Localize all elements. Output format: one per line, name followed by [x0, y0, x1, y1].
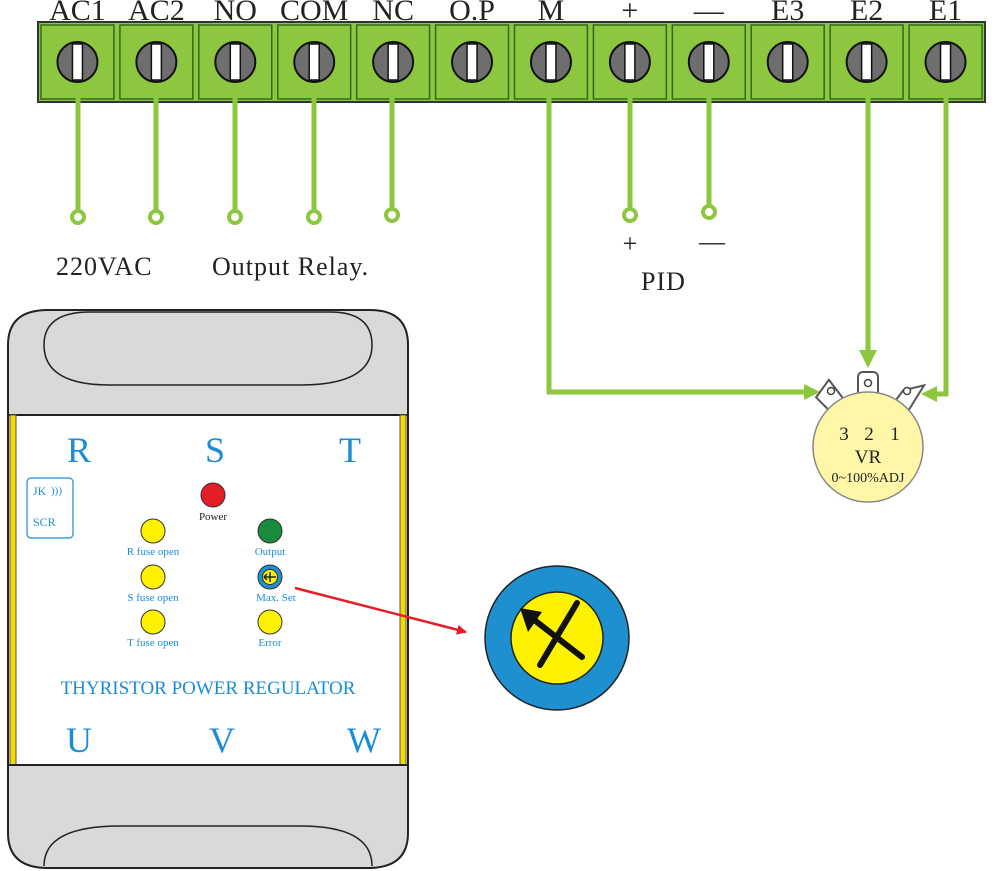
terminal-m: [513, 24, 589, 100]
power-label: Power: [199, 511, 227, 523]
pot-name: VR: [855, 447, 882, 468]
wire-m: [546, 97, 809, 395]
terminal-minus: [671, 24, 746, 100]
potentiometer: 3 2 1 VR 0~100%ADJ: [812, 371, 927, 503]
pid-plus-label: +: [623, 229, 638, 258]
lead-end-ac2: [148, 209, 164, 225]
output-label: Output: [255, 546, 286, 558]
lead-end-plus: [622, 207, 638, 223]
relay-label: Output Relay.: [212, 252, 369, 281]
terminal-strip: [37, 21, 986, 103]
r-fuse-led: [140, 518, 166, 544]
terminal-op: [434, 24, 510, 100]
screw-slot: [703, 43, 715, 81]
terminal-e3: [750, 24, 825, 100]
s-fuse-label: S fuse open: [127, 592, 179, 604]
logo-bottom-text: SCR: [33, 515, 56, 529]
pot-range: 0~100%ADJ: [832, 471, 905, 486]
t-fuse-label: T fuse open: [127, 637, 179, 649]
pot-pin-2-label: 2: [864, 424, 874, 445]
arrow-pin3: [804, 384, 820, 400]
magnified-knob[interactable]: [484, 565, 630, 711]
terminal-no: [198, 24, 273, 100]
adjust-icon: [263, 572, 276, 582]
terminal-e2: [829, 24, 904, 100]
terminal-e1: [908, 24, 983, 100]
max-set-label: Max. Set: [256, 592, 296, 604]
supply-label: 220VAC: [56, 252, 153, 281]
error-led: [257, 609, 283, 635]
screw-slot: [466, 43, 478, 81]
pid-minus-label: —: [698, 227, 726, 256]
screw-slot: [860, 43, 873, 81]
screw-slot: [71, 43, 84, 81]
s-fuse-led: [140, 564, 166, 590]
screw-slot: [781, 43, 794, 81]
terminal-label-plus: +: [621, 0, 638, 27]
error-label: Error: [258, 637, 282, 649]
lead-end-com: [306, 209, 322, 225]
phase-r: R: [67, 430, 91, 470]
terminal-block: [37, 21, 986, 103]
phase-t: T: [339, 430, 361, 470]
terminal-plus: [592, 24, 668, 100]
wire-arrowheads: [804, 350, 937, 402]
r-fuse-label: R fuse open: [127, 546, 180, 558]
screw-slot: [624, 43, 636, 81]
pot-pin-1-label: 1: [890, 424, 900, 445]
adjust-arrow-head: [520, 608, 542, 632]
terminal-com: [277, 24, 352, 100]
panel-edge-right: [399, 414, 407, 766]
pid-label: PID: [641, 267, 686, 296]
device-panel: [7, 414, 409, 766]
signal-icon: ))): [51, 485, 62, 497]
panel-edge-left: [9, 414, 17, 766]
screw-slot: [150, 43, 163, 81]
power-led: [200, 482, 226, 508]
device-top-curve: [43, 311, 373, 386]
screw-slot: [939, 43, 952, 81]
wire-labels: 220VAC Output Relay. PID + —: [56, 227, 726, 296]
wire-e1: [932, 97, 949, 397]
lead-end-ac1: [70, 209, 86, 225]
phase-s: S: [205, 430, 225, 470]
callout-arrow: [294, 586, 467, 635]
screw-slot: [545, 43, 557, 81]
screw-slot: [308, 43, 320, 81]
lead-ends: [70, 204, 717, 225]
max-set-knob[interactable]: [257, 564, 283, 590]
device-title: THYRISTOR POWER REGULATOR: [61, 678, 356, 699]
pot-pin-3-label: 3: [839, 424, 849, 445]
device-bottom-curve: [43, 825, 373, 867]
terminal-ac1: [40, 24, 115, 100]
phase-u: U: [66, 720, 92, 760]
adjust-arrow-icon: [530, 600, 585, 668]
lead-end-minus: [701, 204, 717, 220]
regulator-device: R S T U V W JK ))) SCR: [7, 309, 409, 869]
lead-end-nc: [384, 207, 400, 223]
output-led: [257, 518, 283, 544]
logo-top-text: JK: [33, 484, 47, 498]
lead-end-no: [227, 209, 243, 225]
terminal-ac2: [119, 24, 194, 100]
terminal-nc: [355, 24, 431, 100]
t-fuse-led: [140, 609, 166, 635]
phase-w: W: [347, 720, 381, 760]
screw-slot: [229, 43, 242, 81]
arrow-pin1: [921, 386, 937, 402]
wires: [75, 97, 949, 397]
screw-slot: [387, 43, 399, 81]
arrow-pin2: [859, 350, 877, 368]
pot-body: [812, 391, 924, 503]
brand-logo: [26, 477, 74, 539]
phase-v: V: [209, 720, 235, 760]
